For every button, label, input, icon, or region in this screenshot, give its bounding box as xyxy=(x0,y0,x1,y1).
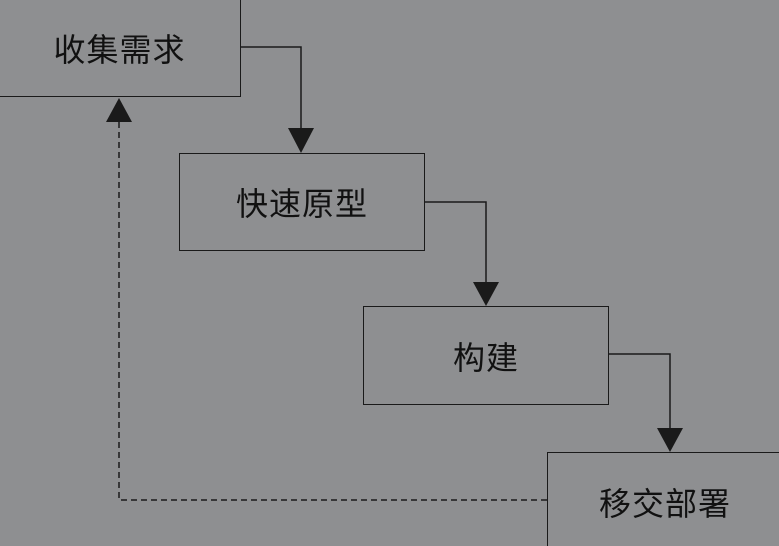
step-label: 收集需求 xyxy=(53,30,186,69)
arrowhead-proto-to-build xyxy=(473,282,499,306)
arrowhead-collect-to-proto xyxy=(288,128,314,153)
edge-build-to-deploy xyxy=(609,353,671,428)
step-label: 移交部署 xyxy=(598,485,731,523)
step-rapid-prototype: 快速原型 xyxy=(179,153,425,251)
step-collect-requirements: 收集需求 xyxy=(0,0,241,97)
arrowhead-build-to-deploy xyxy=(657,428,683,452)
step-label: 构建 xyxy=(452,338,519,377)
arrowhead-deploy-to-collect xyxy=(106,98,132,122)
edge-proto-to-build xyxy=(425,201,487,282)
step-build: 构建 xyxy=(363,306,609,405)
edge-deploy-to-collect xyxy=(118,122,547,501)
step-handover-deploy: 移交部署 xyxy=(547,452,779,546)
edge-collect-to-proto xyxy=(241,46,302,128)
step-label: 快速原型 xyxy=(235,185,368,223)
